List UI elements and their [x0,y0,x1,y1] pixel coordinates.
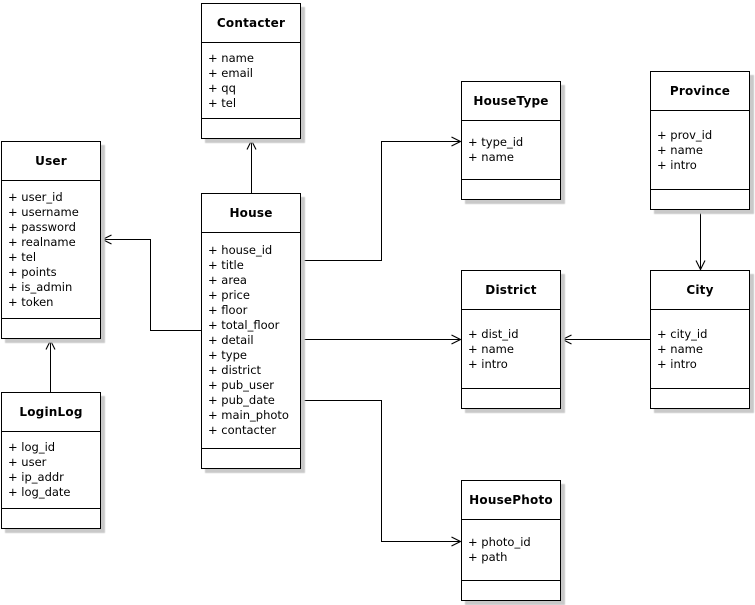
attributes-compartment: + prov_id+ name+ intro [651,111,749,190]
attribute: + area [208,273,247,287]
attributes-compartment: + dist_id+ name+ intro [462,310,560,389]
operations-compartment [2,509,100,528]
attribute: + is_admin [8,279,73,294]
class-name: HousePhoto [462,481,560,520]
attribute: + type_id [468,135,524,149]
operations-compartment [651,389,749,408]
attribute: + email [208,65,254,80]
operations-compartment [651,190,749,209]
class-housetype: HouseType+ type_id+ name [461,81,561,200]
class-name: City [651,271,749,310]
class-name: Province [651,72,749,111]
attribute: + tel [208,95,237,110]
attribute: + path [468,550,508,564]
class-name: District [462,271,560,310]
attribute: + user [8,455,47,469]
attribute: + pub_date [208,393,275,407]
operations-compartment [2,319,100,338]
attributes-compartment: + log_id+ user+ ip_addr+ log_date [2,432,100,509]
attribute: + photo_id [468,535,531,549]
attribute: + qq [208,80,236,95]
attribute: + user_id [8,189,63,204]
association-house-to-housephoto [301,400,462,547]
attribute: + pub_user [208,378,275,392]
class-housephoto: HousePhoto+ photo_id+ path [461,480,561,601]
attribute: + floor [208,303,248,317]
attribute: + title [208,258,244,272]
attributes-compartment: + house_id+ title+ area+ price+ floor+ t… [202,233,300,449]
attribute: + realname [8,234,76,249]
association-house-to-user [101,234,202,331]
class-province: Province+ prov_id+ name+ intro [650,71,750,210]
attribute: + ip_addr [8,470,64,484]
attributes-compartment: + photo_id+ path [462,520,560,581]
attribute: + type [208,348,247,362]
class-name: Contacter [202,4,300,43]
class-house: House+ house_id+ title+ area+ price+ flo… [201,193,301,469]
attribute: + log_id [8,440,56,454]
attributes-compartment: + city_id+ name+ intro [651,310,749,389]
attribute: + main_photo [208,408,289,422]
attribute: + name [208,50,254,65]
attribute: + dist_id [468,326,519,341]
attribute: + total_floor [208,318,280,332]
attribute: + detail [208,333,254,347]
attribute: + price [208,288,250,302]
attribute: + intro [657,356,697,371]
operations-compartment [462,389,560,408]
attribute: + tel [8,249,37,264]
operations-compartment [202,449,300,468]
attribute: + log_date [8,485,71,499]
attribute: + username [8,204,79,219]
class-name: HouseType [462,82,560,121]
operations-compartment [202,119,300,138]
attribute: + city_id [657,326,708,341]
attribute: + prov_id [657,127,713,142]
attribute: + points [8,264,57,279]
attribute: + password [8,219,76,234]
class-contacter: Contacter+ name+ email+ qq+ tel [201,3,301,139]
attributes-compartment: + name+ email+ qq+ tel [202,43,300,119]
attribute: + name [468,341,514,356]
attribute: + house_id [208,243,273,257]
class-user: User+ user_id+ username+ password+ realn… [1,141,101,339]
attribute: + district [208,363,262,377]
class-district: District+ dist_id+ name+ intro [461,270,561,409]
attribute: + intro [468,356,508,371]
class-name: User [2,142,100,181]
class-name: House [202,194,300,233]
attribute: + token [8,294,54,309]
attribute: + name [657,142,703,157]
operations-compartment [462,180,560,199]
attribute: + name [657,341,703,356]
class-city: City+ city_id+ name+ intro [650,270,750,409]
class-name: LoginLog [2,393,100,432]
class-loginlog: LoginLog+ log_id+ user+ ip_addr+ log_dat… [1,392,101,529]
attributes-compartment: + type_id+ name [462,121,560,180]
operations-compartment [462,581,560,600]
attribute: + intro [657,157,697,172]
attributes-compartment: + user_id+ username+ password+ realname+… [2,181,100,319]
attribute: + name [468,150,514,164]
attribute: + contacter [208,423,277,437]
association-house-to-housetype [301,136,462,261]
